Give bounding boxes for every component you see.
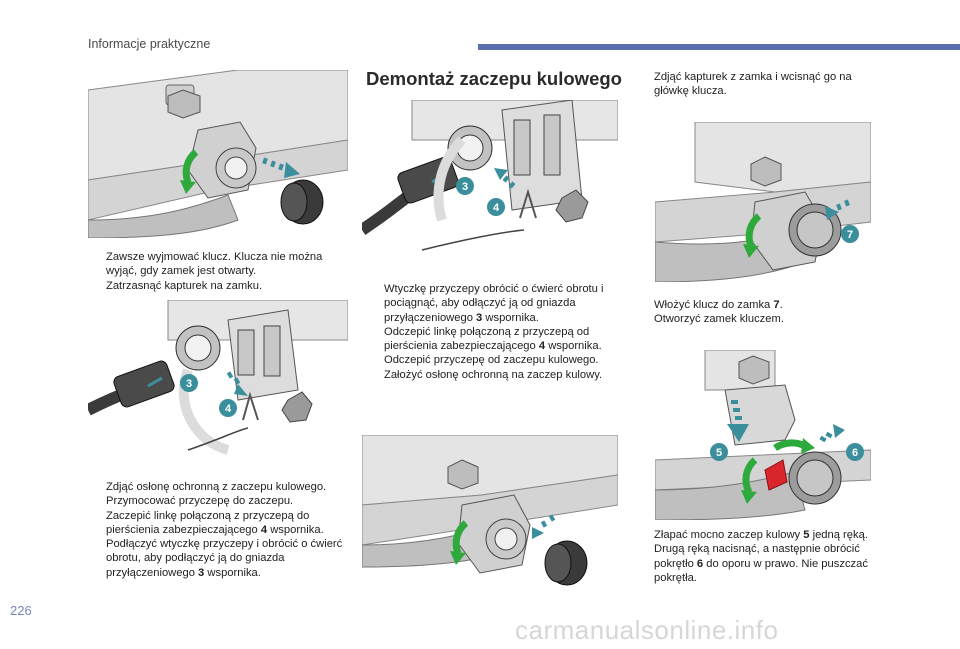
- callout-badge: [219, 399, 237, 417]
- callout-badge: [180, 374, 198, 392]
- ref-number: 4: [260, 523, 268, 536]
- callout-badge: [456, 177, 474, 195]
- list-item-text: Podłączyć wtyczkę przyczepy i obrócić o …: [106, 538, 343, 579]
- list-item: Wtyczkę przyczepy obrócić o ćwierć obrot…: [366, 282, 622, 325]
- list-item: Założyć osłonę ochronną na zaczep kulowy…: [366, 368, 622, 382]
- list-item-text: wspornika.: [545, 340, 602, 353]
- dotted-arrow-icon: [825, 199, 850, 220]
- col3-text-block-1: Zdjąć kapturek z zamka i wcisnąć go na g…: [636, 70, 876, 99]
- ref-number: 3: [198, 566, 205, 579]
- list-item-text: wspornika.: [204, 566, 261, 579]
- watermark: carmanualsonline.info: [515, 615, 779, 645]
- callout-badge: [710, 443, 728, 461]
- list-item-text: Odczepić linkę połączoną z przyczepą od …: [384, 325, 590, 353]
- list-item: Zaczepić linkę połączoną z przyczepą do …: [88, 509, 350, 538]
- callout-4: 4: [493, 202, 500, 214]
- col2-text-block-1: Wtyczkę przyczepy obrócić o ćwierć obrot…: [366, 282, 622, 382]
- list-item: Odczepić linkę połączoną z przyczepą od …: [366, 325, 622, 354]
- dotted-arrow-icon: [494, 168, 516, 189]
- list-item-text: wspornika.: [267, 523, 324, 536]
- col3-text-block-2: Włożyć klucz do zamka 7. Otworzyć zamek …: [636, 298, 876, 327]
- list-item-text: do oporu w prawo. Nie puszczać pokrętła.: [654, 557, 868, 584]
- col1-text-block-1: Zawsze wyjmować klucz. Klucza nie można …: [88, 250, 350, 293]
- list-item-text: Złapać mocno zaczep kulowy: [654, 529, 804, 541]
- section-header: Informacje praktyczne: [88, 37, 211, 51]
- illustration-disconnect-plug: 3 4: [362, 100, 618, 270]
- list-item: Złapać mocno zaczep kulowy 5 jedną ręką.…: [636, 528, 886, 585]
- list-item: Przymocować przyczepę do zaczepu.: [88, 494, 350, 508]
- illustration-connect-plug: 3 4: [88, 300, 348, 468]
- ref-number: 6: [696, 557, 704, 570]
- ref-number: 4: [538, 340, 546, 353]
- list-item-text: Odczepić przyczepę od zaczepu kulowego.: [384, 354, 599, 367]
- callout-5: 5: [716, 447, 722, 459]
- list-item: Zdjąć kapturek z zamka i wcisnąć go na g…: [636, 70, 876, 99]
- list-item: Otworzyć zamek kluczem.: [636, 312, 876, 326]
- ref-number: 7: [773, 299, 780, 311]
- list-item-text: Zatrzasnąć kapturek na zamku.: [106, 279, 263, 292]
- illustration-turn-knob: 5 6: [655, 350, 871, 520]
- section-title: Demontaż zaczepu kulowego: [366, 68, 622, 89]
- ref-number: 3: [476, 311, 483, 324]
- callout-3: 3: [186, 378, 192, 390]
- list-item: Odczepić przyczepę od zaczepu kulowego.: [366, 353, 622, 367]
- dotted-arrow-icon: [226, 371, 248, 396]
- list-item-text: Przymocować przyczepę do zaczepu.: [106, 495, 294, 508]
- list-item-text: Otworzyć zamek kluczem.: [654, 313, 784, 326]
- callout-3: 3: [462, 181, 468, 193]
- illustration-fit-cover: [362, 435, 618, 595]
- list-item-text: wspornika.: [482, 311, 539, 324]
- list-item-text: Włożyć klucz do zamka: [654, 299, 774, 311]
- illustration-close-cap: [88, 70, 348, 238]
- list-item: Podłączyć wtyczkę przyczepy i obrócić o …: [88, 537, 350, 580]
- list-item-text: Założyć osłonę ochronną na zaczep kulowy…: [384, 368, 603, 381]
- dotted-arrow-icon: [727, 400, 749, 442]
- callout-badge: [846, 443, 864, 461]
- dotted-arrow-icon: [819, 424, 845, 443]
- callout-badge: [487, 198, 505, 216]
- dotted-arrow-icon: [532, 514, 556, 539]
- page-number: 226: [10, 603, 32, 618]
- col1-text-block-2: Zdjąć osłonę ochronną z zaczepu kulowego…: [88, 480, 350, 580]
- col3-text-block-3: Złapać mocno zaczep kulowy 5 jedną ręką.…: [636, 528, 886, 585]
- list-item-text: Zdjąć osłonę ochronną z zaczepu kulowego…: [106, 481, 327, 493]
- list-item-text: jedną ręką. Drugą ręką nacisnąć, a nastę…: [654, 529, 868, 570]
- list-item-text: Zdjąć kapturek z zamka i wcisnąć go na g…: [654, 71, 852, 98]
- callout-4: 4: [225, 403, 232, 415]
- dotted-arrow-icon: [262, 157, 300, 178]
- illustration-insert-key: 7: [655, 122, 871, 282]
- callout-6: 6: [852, 447, 858, 459]
- header-accent-bar: [478, 44, 960, 50]
- callout-badge: [841, 225, 859, 243]
- ref-number: 5: [803, 529, 810, 541]
- list-item-text: Wtyczkę przyczepy obrócić o ćwierć obrot…: [384, 283, 604, 324]
- list-item: Włożyć klucz do zamka 7.: [636, 298, 876, 312]
- callout-7: 7: [847, 229, 853, 241]
- list-item: Zawsze wyjmować klucz. Klucza nie można …: [88, 250, 350, 279]
- list-item: Zdjąć osłonę ochronną z zaczepu kulowego…: [88, 480, 350, 494]
- list-item-text: .: [779, 299, 783, 311]
- list-item-text: Zaczepić linkę połączoną z przyczepą do …: [106, 509, 310, 536]
- list-item: Zatrzasnąć kapturek na zamku.: [88, 279, 350, 293]
- list-item-text: Zawsze wyjmować klucz. Klucza nie można …: [106, 251, 323, 278]
